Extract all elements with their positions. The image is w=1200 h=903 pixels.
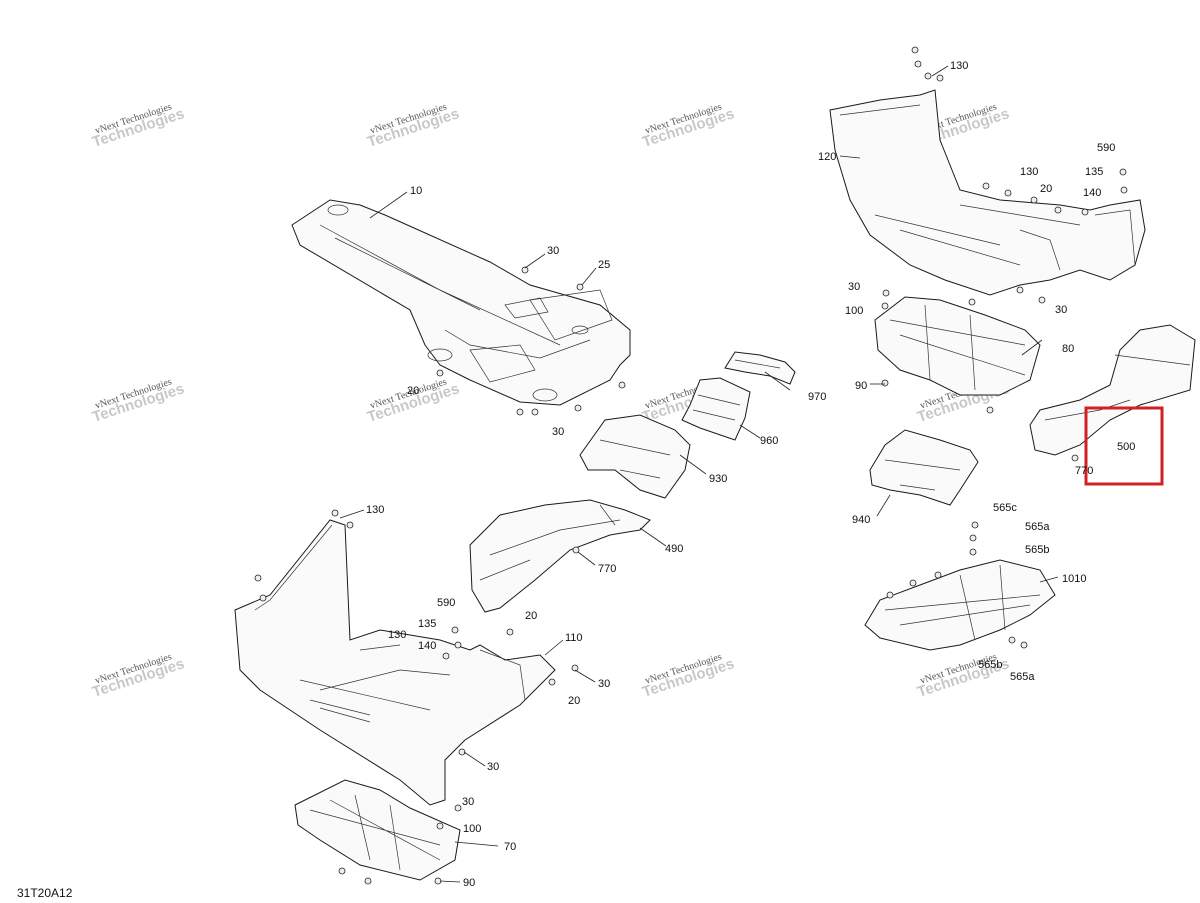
part-960-shield[interactable]	[681, 377, 751, 441]
leader-lines	[339, 65, 1059, 883]
watermark: Technologies vNext Technologies	[365, 376, 461, 425]
callout-20[interactable]: 20	[525, 610, 537, 622]
callout-960[interactable]: 960	[760, 435, 778, 447]
part-80-footplate[interactable]	[874, 296, 1041, 396]
callout-30[interactable]: 30	[598, 678, 610, 690]
watermark: Technologies vNext Technologies	[90, 651, 186, 700]
callout-90[interactable]: 90	[463, 877, 475, 889]
callout-100[interactable]: 100	[845, 305, 863, 317]
watermark: Technologies vNext Technologies	[640, 101, 736, 150]
callout-770[interactable]: 770	[598, 563, 616, 575]
callout-140[interactable]: 140	[418, 640, 436, 652]
callout-30[interactable]: 30	[552, 426, 564, 438]
callout-30[interactable]: 30	[462, 796, 474, 808]
watermark: Technologies vNext Technologies	[365, 101, 461, 150]
part-110-footrest-left[interactable]	[234, 519, 556, 806]
callout-30[interactable]: 30	[547, 245, 559, 257]
callout-930[interactable]: 930	[709, 473, 727, 485]
callout-130[interactable]: 130	[1020, 166, 1038, 178]
callout-80[interactable]: 80	[1062, 343, 1074, 355]
part-490-mudguard[interactable]	[469, 499, 651, 613]
diagram-reference-code: 31T20A12	[17, 886, 73, 900]
callout-135[interactable]: 135	[418, 618, 436, 630]
highlight-box-500[interactable]	[1084, 406, 1164, 486]
callout-70[interactable]: 70	[504, 841, 516, 853]
part-70-footplate[interactable]	[294, 779, 461, 881]
callout-labels: 10 30 25 20 30 970 960 930 490 770 130 5…	[366, 60, 1135, 889]
callout-90[interactable]: 90	[855, 380, 867, 392]
callout-565b[interactable]: 565b	[978, 659, 1002, 671]
callout-140[interactable]: 140	[1083, 187, 1101, 199]
callout-565c[interactable]: 565c	[993, 502, 1017, 514]
callout-970[interactable]: 970	[808, 391, 826, 403]
part-940-guard[interactable]	[869, 429, 979, 506]
callout-1010[interactable]: 1010	[1062, 573, 1086, 585]
callout-20[interactable]: 20	[568, 695, 580, 707]
part-1010-skid-plate[interactable]	[864, 559, 1056, 651]
fasteners-layer	[254, 46, 1128, 885]
callout-100[interactable]: 100	[463, 823, 481, 835]
callout-590[interactable]: 590	[437, 597, 455, 609]
watermark: Technologies vNext Technologies	[90, 376, 186, 425]
callout-20[interactable]: 20	[407, 385, 419, 397]
part-970-shield[interactable]	[724, 351, 796, 385]
watermark: Technologies vNext Technologies	[90, 101, 186, 150]
callout-10[interactable]: 10	[410, 185, 422, 197]
watermark: Technologies vNext Technologies	[915, 651, 1011, 700]
callout-490[interactable]: 490	[665, 543, 683, 555]
part-930-guard[interactable]	[579, 414, 691, 499]
callout-565a[interactable]: 565a	[1010, 671, 1035, 683]
callout-130[interactable]: 130	[366, 504, 384, 516]
callout-130[interactable]: 130	[950, 60, 968, 72]
callout-30[interactable]: 30	[487, 761, 499, 773]
part-500-side-panel[interactable]	[1029, 324, 1196, 456]
callout-20[interactable]: 20	[1040, 183, 1052, 195]
callout-30[interactable]: 30	[1055, 304, 1067, 316]
part-120-footrest-right[interactable]	[829, 89, 1146, 296]
callout-590[interactable]: 590	[1097, 142, 1115, 154]
callout-120[interactable]: 120	[818, 151, 836, 163]
callout-130[interactable]: 130	[388, 629, 406, 641]
callout-25[interactable]: 25	[598, 259, 610, 271]
part-10-skid-plate[interactable]	[291, 199, 631, 406]
callout-500[interactable]: 500	[1117, 441, 1135, 453]
callout-565a[interactable]: 565a	[1025, 521, 1050, 533]
callout-565b[interactable]: 565b	[1025, 544, 1049, 556]
callout-135[interactable]: 135	[1085, 166, 1103, 178]
callout-770[interactable]: 770	[1075, 465, 1093, 477]
callout-940[interactable]: 940	[852, 514, 870, 526]
watermark: Technologies vNext Technologies	[640, 651, 736, 700]
callout-30[interactable]: 30	[848, 281, 860, 293]
callout-110[interactable]: 110	[565, 632, 583, 644]
